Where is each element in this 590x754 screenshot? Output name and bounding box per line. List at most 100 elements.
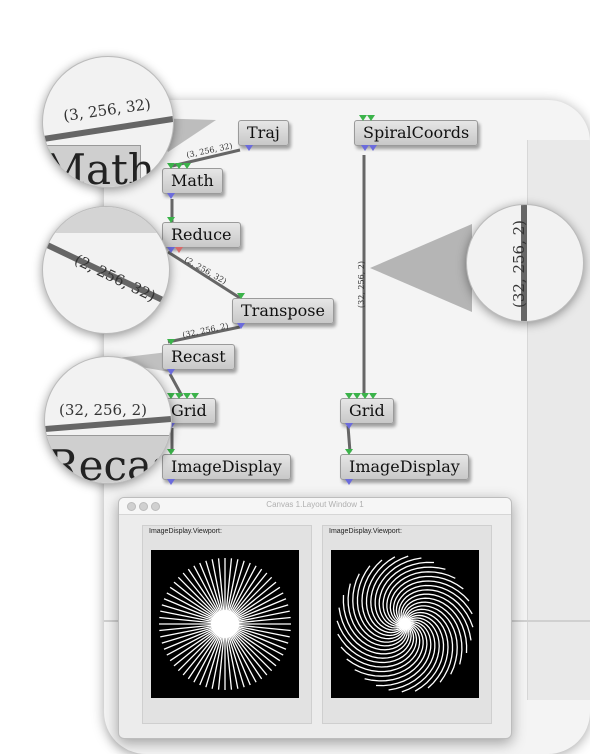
radial-spoke [224, 610, 290, 625]
input-port-icon[interactable] [345, 449, 353, 455]
magnifier-recast-wire [45, 416, 171, 432]
radial-spoke [161, 623, 226, 644]
window-titlebar[interactable]: Canvas 1.Layout Window 1 [119, 498, 511, 515]
radial-spoke [211, 559, 226, 625]
input-port-icon[interactable] [183, 393, 191, 399]
radial-spoke [224, 581, 277, 625]
input-port-icon[interactable] [167, 449, 175, 455]
output-port-icon[interactable] [175, 247, 183, 253]
magnifier-recast-node [45, 435, 171, 483]
input-port-icon[interactable] [345, 393, 353, 399]
input-port-icon[interactable] [183, 163, 191, 169]
input-port-icon[interactable] [353, 393, 361, 399]
radial-spoke [224, 572, 268, 625]
output-port-icon[interactable] [167, 369, 175, 375]
output-port-icon[interactable] [167, 247, 175, 253]
radial-spoke [224, 559, 239, 625]
spiral-arm [403, 601, 463, 665]
node-imagedisplay-left[interactable]: ImageDisplay [162, 449, 291, 485]
radial-spoke [224, 576, 273, 625]
node-imagedisplay-right[interactable]: ImageDisplay [340, 449, 469, 485]
spiral-trajectory-image [331, 550, 479, 698]
magnifier-spiral-wire [521, 205, 527, 321]
input-port-icon[interactable] [167, 163, 175, 169]
input-port-icon[interactable] [175, 163, 183, 169]
output-port-icon[interactable] [369, 145, 377, 151]
radial-spoke [161, 604, 226, 625]
node-math-label: Math [171, 171, 214, 190]
zoom-button-icon[interactable] [151, 502, 160, 511]
output-port-icon[interactable] [361, 145, 369, 151]
magnifier-math-node-text: Math [43, 145, 155, 188]
minimize-button-icon[interactable] [139, 502, 148, 511]
spiral-arm [395, 584, 473, 625]
output-port-icon[interactable] [167, 479, 175, 485]
viewport-left[interactable]: ImageDisplay.Viewport: [142, 525, 312, 724]
radial-spoke [205, 560, 226, 625]
spiral-arm [365, 556, 406, 634]
input-port-icon[interactable] [175, 393, 183, 399]
input-port-icon[interactable] [191, 393, 199, 399]
viewport-left-label: ImageDisplay.Viewport: [149, 528, 222, 535]
spiral-arm [375, 621, 432, 687]
output-port-icon[interactable] [237, 323, 245, 329]
spiral-arm [336, 620, 412, 659]
magnifier-recast-label: (32, 256, 2) [59, 401, 148, 419]
spiral-arm [346, 623, 421, 673]
node-imagedisplay-left-label: ImageDisplay [171, 457, 282, 476]
node-grid-right[interactable]: Grid [340, 393, 394, 429]
node-transpose[interactable]: Transpose [232, 293, 334, 329]
radial-trajectory-svg [159, 558, 291, 690]
input-port-icon[interactable] [359, 115, 367, 121]
spiral-arm [392, 580, 470, 625]
input-port-icon[interactable] [369, 393, 377, 399]
spiral-arm [382, 566, 446, 626]
radial-spoke [160, 623, 226, 638]
radial-spoke [187, 568, 226, 625]
radial-spoke [211, 623, 226, 689]
lens-pointer-spiral [370, 224, 472, 312]
spiral-arm [340, 623, 418, 668]
radial-spoke [217, 558, 226, 625]
input-port-icon[interactable] [167, 393, 175, 399]
radial-spoke [166, 623, 226, 656]
spiral-arm [361, 559, 406, 637]
radial-spoke [163, 623, 226, 650]
node-math[interactable]: Math [162, 163, 223, 199]
input-port-icon[interactable] [237, 293, 245, 299]
radial-spoke [224, 586, 281, 625]
radial-spoke [177, 576, 226, 625]
radial-trajectory-image [151, 550, 299, 698]
node-traj[interactable]: Traj [238, 120, 289, 151]
node-transpose-label: Transpose [241, 301, 325, 320]
node-spiralcoords[interactable]: SpiralCoords [354, 115, 479, 151]
radial-spoke [199, 623, 226, 686]
radial-spoke [166, 592, 226, 625]
spiral-arm [342, 594, 408, 651]
radial-spoke [173, 623, 226, 667]
spiral-arm [338, 607, 410, 655]
node-imagedisplay-right-label: ImageDisplay [349, 457, 460, 476]
spiral-arm [400, 593, 472, 641]
radial-spoke [169, 586, 226, 625]
node-recast[interactable]: Recast [162, 339, 235, 375]
node-reduce-label: Reduce [171, 225, 232, 244]
viewport-right[interactable]: ImageDisplay.Viewport: [322, 525, 492, 724]
close-button-icon[interactable] [127, 502, 136, 511]
output-port-icon[interactable] [245, 145, 253, 151]
output-port-icon[interactable] [167, 193, 175, 199]
node-reduce[interactable]: Reduce [162, 217, 241, 253]
viewport-right-label: ImageDisplay.Viewport: [329, 528, 402, 535]
input-port-icon[interactable] [361, 393, 369, 399]
wire-transpose-recast [167, 325, 241, 344]
input-port-icon[interactable] [367, 115, 375, 121]
output-port-icon[interactable] [345, 423, 353, 429]
output-port-icon[interactable] [345, 479, 353, 485]
input-port-icon[interactable] [167, 217, 175, 223]
radial-spoke [169, 623, 226, 662]
layout-window[interactable]: Canvas 1.Layout Window 1 ImageDisplay.Vi… [118, 497, 512, 739]
input-port-icon[interactable] [167, 339, 175, 345]
radial-spoke [224, 558, 233, 625]
spiral-arm [402, 597, 468, 654]
